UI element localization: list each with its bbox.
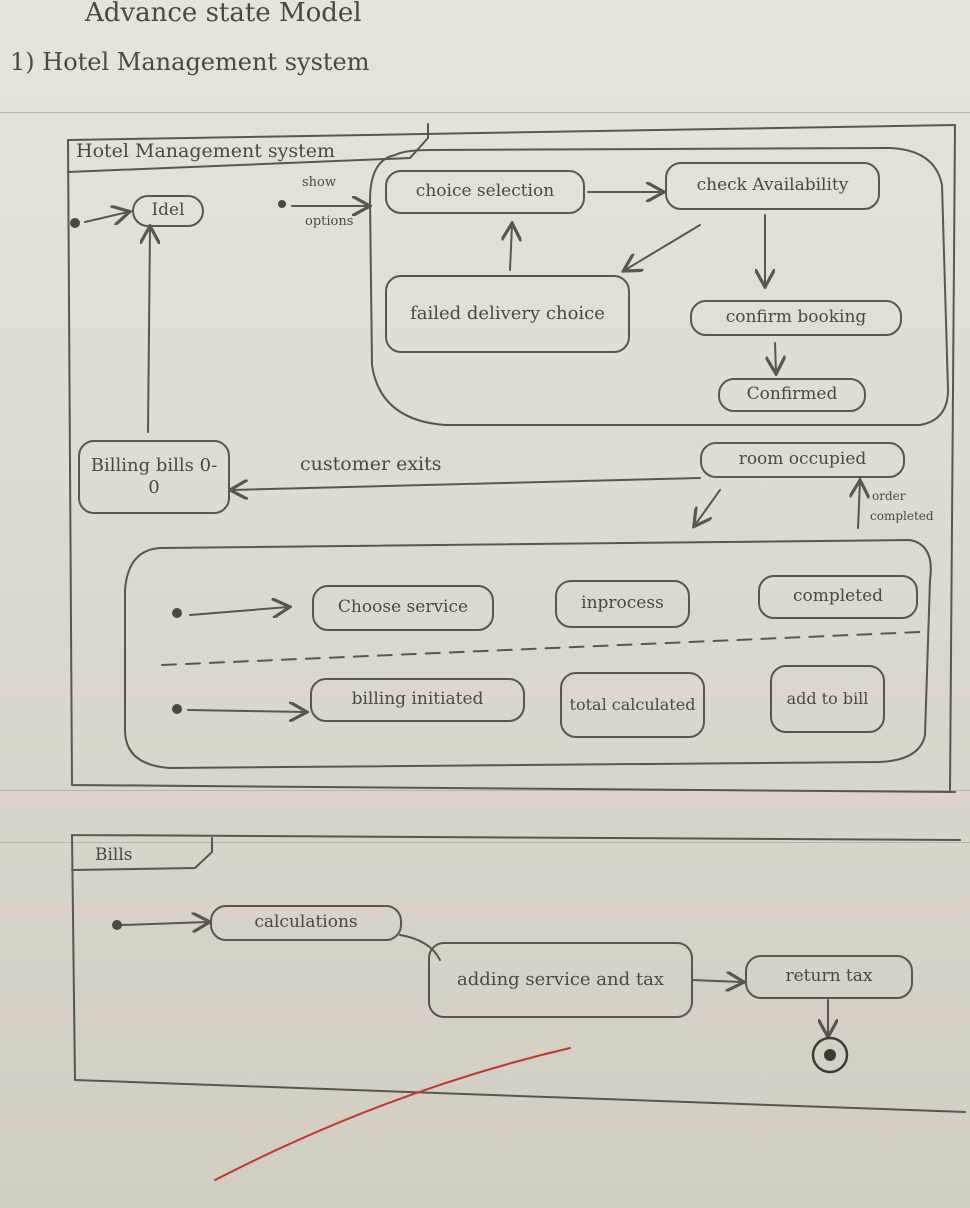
state-return-tax: return tax (745, 955, 913, 999)
label-customer-exits: customer exits (300, 453, 442, 475)
label-options: options (305, 214, 354, 229)
region-separator (161, 631, 921, 666)
frame-bills-tab (71, 837, 213, 871)
initial-state-bills (112, 920, 122, 930)
heading-line-1: Advance state Model (85, 0, 362, 28)
state-confirmed: Confirmed (718, 378, 866, 412)
state-completed: completed (758, 575, 918, 619)
state-failed-delivery-choice: failed delivery choice (385, 275, 630, 353)
initial-state-idle (70, 218, 80, 228)
state-check-availability: check Availability (665, 162, 880, 210)
composite-service-billing (124, 538, 932, 770)
state-choice-selection: choice selection (385, 170, 585, 214)
state-adding-service-and-tax: adding service and tax (428, 942, 693, 1018)
frame-hotel-label: Hotel Management system (76, 140, 336, 162)
frame-hotel-tab (67, 123, 429, 173)
state-total-calculated: total calculated (560, 672, 705, 738)
label-completed: completed (870, 509, 934, 523)
frame-hotel-border (67, 124, 956, 793)
state-room-occupied: room occupied (700, 442, 905, 478)
state-calculations: calculations (210, 905, 402, 941)
state-inprocess: inprocess (555, 580, 690, 628)
final-state-outer (811, 1036, 849, 1074)
state-billing-initiated: billing initiated (310, 678, 525, 722)
heading-line-2: 1) Hotel Management system (10, 48, 370, 76)
initial-state-service (172, 608, 182, 618)
state-idle: Idel (132, 195, 204, 227)
frame-bills-border (71, 834, 966, 1113)
frame-bills-label: Bills (95, 845, 133, 865)
state-confirm-booking: confirm booking (690, 300, 902, 336)
initial-state-booking (278, 200, 286, 208)
red-pen-mark (214, 1047, 571, 1181)
state-choose-service: Choose service (312, 585, 494, 631)
state-billing-bills: Billing bills 0-0 (78, 440, 230, 514)
label-order: order (872, 489, 906, 503)
label-show: show (302, 175, 336, 190)
state-add-to-bill: add to bill (770, 665, 885, 733)
initial-state-billing (172, 704, 182, 714)
final-state-inner (824, 1049, 836, 1061)
